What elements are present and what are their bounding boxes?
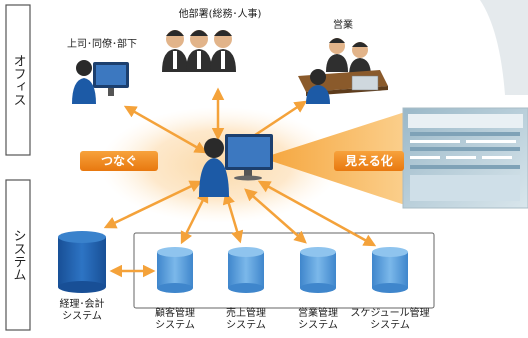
arrow-accounting (103, 180, 203, 229)
database-label-line2: システム (226, 319, 266, 331)
database-sales-admin: 営業管理 システム (298, 247, 338, 331)
arrow-customer (180, 189, 209, 245)
database-label-line1: スケジュール管理 (350, 306, 429, 319)
database-label-line2: システム (62, 310, 102, 322)
boss-colleague-group: 上司･同僚･部下 (67, 37, 137, 104)
dashboard-screenshot (402, 107, 528, 209)
database-schedule: スケジュール管理 システム (350, 247, 430, 331)
other-dept-group: 他部署(総務･人事) (162, 7, 261, 72)
system-section: システム (5, 179, 31, 331)
database-icon (372, 247, 408, 293)
database-label-line1: 売上管理 (226, 306, 266, 319)
database-icon (228, 247, 264, 293)
database-label-line1: 経理･会計 (60, 297, 105, 310)
faded-window-decoration (480, 0, 528, 95)
connection-arrows (103, 87, 377, 278)
database-label-line1: 顧客管理 (155, 306, 195, 319)
connect-label: つなぐ (101, 154, 137, 168)
office-section: オフィス (5, 4, 31, 156)
arrow-schedule (257, 180, 377, 247)
database-icon (300, 247, 336, 293)
sales-label: 営業 (333, 18, 353, 31)
database-accounting: 経理･会計 システム (58, 231, 106, 322)
office-section-label: オフィス (11, 54, 26, 106)
other-dept-label: 他部署(総務･人事) (179, 7, 262, 20)
arrow-sales-mgmt (222, 191, 244, 244)
database-label-line2: システム (155, 319, 195, 331)
three-people-icon (162, 30, 236, 72)
sales-meeting-icon (298, 38, 388, 104)
sales-group: 営業 (298, 18, 388, 104)
database-icon (157, 247, 193, 293)
arrow-boss (123, 105, 208, 154)
visualize-label: 見える化 (344, 153, 393, 168)
database-customer: 顧客管理 システム (155, 247, 195, 331)
center-user-icon (199, 134, 273, 197)
boss-colleague-label: 上司･同僚･部下 (67, 37, 137, 50)
database-label-line1: 営業管理 (298, 306, 338, 319)
connect-badge: つなぐ (80, 151, 158, 171)
person-at-desk-icon (72, 60, 129, 104)
database-icon (58, 231, 106, 293)
system-section-label: システム (11, 229, 26, 281)
database-label-line2: システム (370, 319, 410, 331)
database-sales-management: 売上管理 システム (226, 247, 266, 331)
visualize-badge: 見える化 (334, 151, 404, 171)
database-label-line2: システム (298, 319, 338, 331)
